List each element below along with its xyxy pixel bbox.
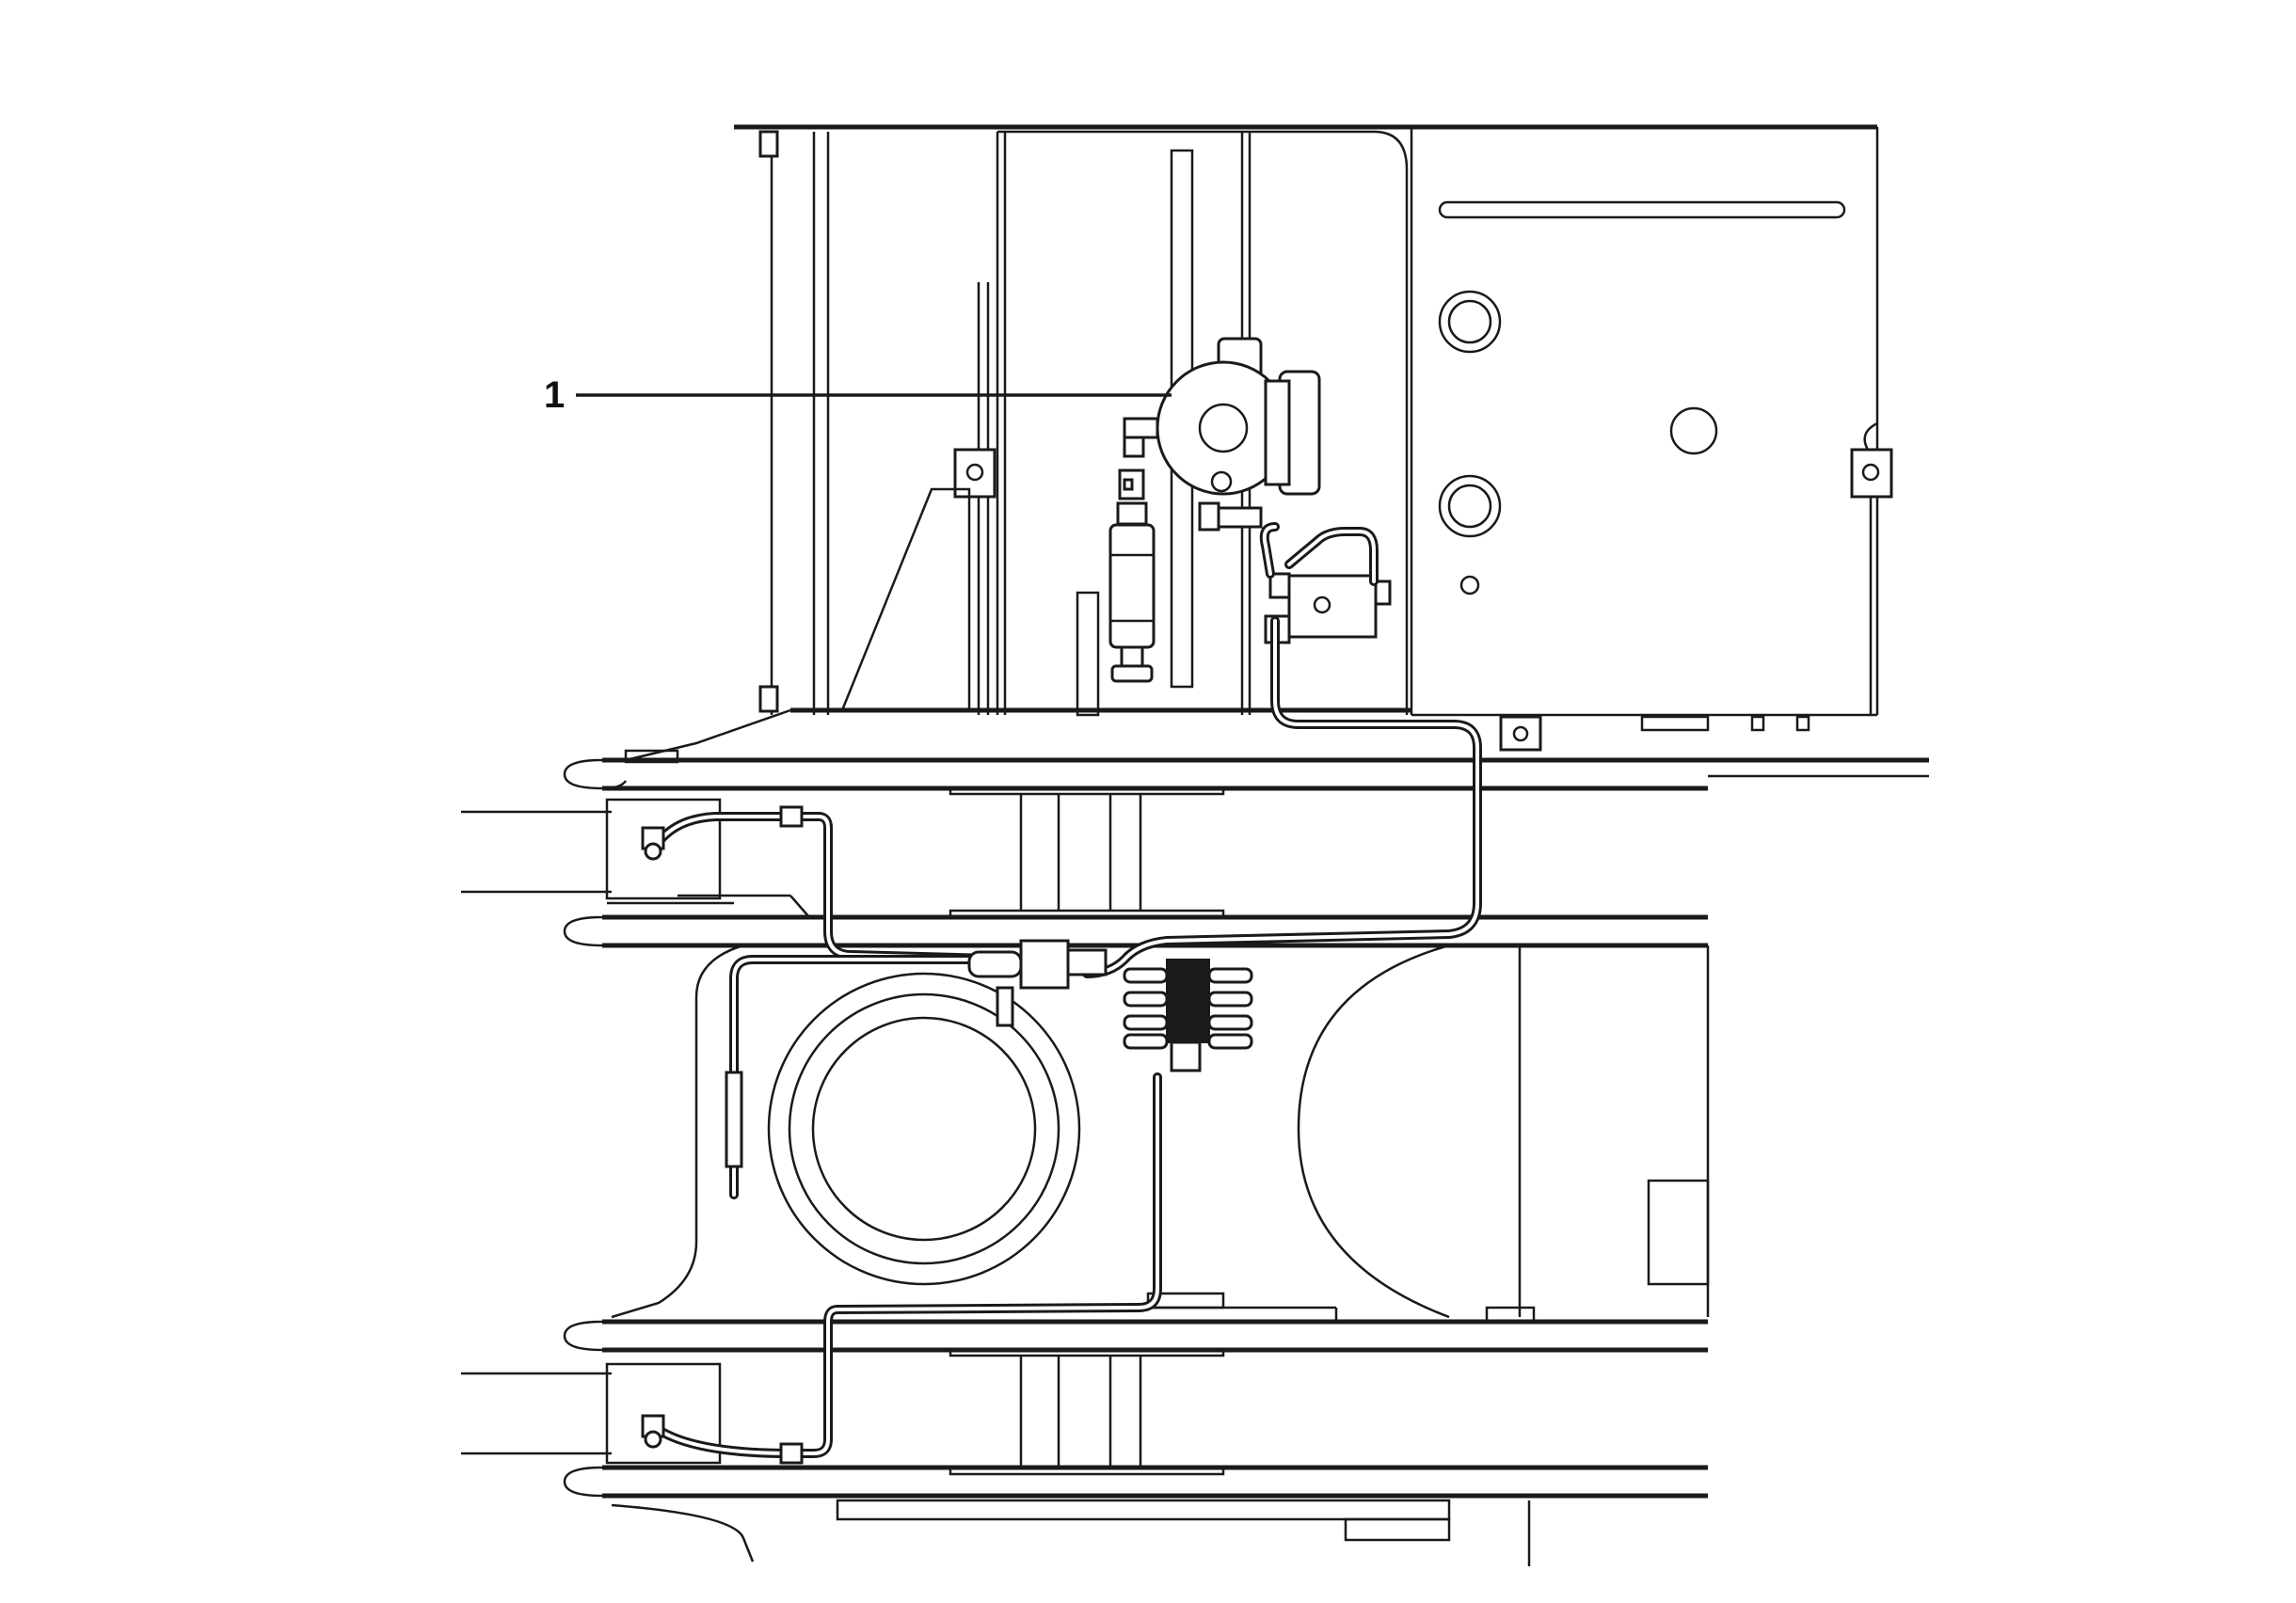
slew-ring (767, 972, 1081, 1286)
lubrication-hoses (654, 522, 1482, 1458)
side-frame (461, 708, 1929, 1566)
callout-label-1: 1 (544, 374, 565, 416)
fittings (641, 805, 1253, 1465)
callout-1: 1 (544, 374, 1172, 416)
